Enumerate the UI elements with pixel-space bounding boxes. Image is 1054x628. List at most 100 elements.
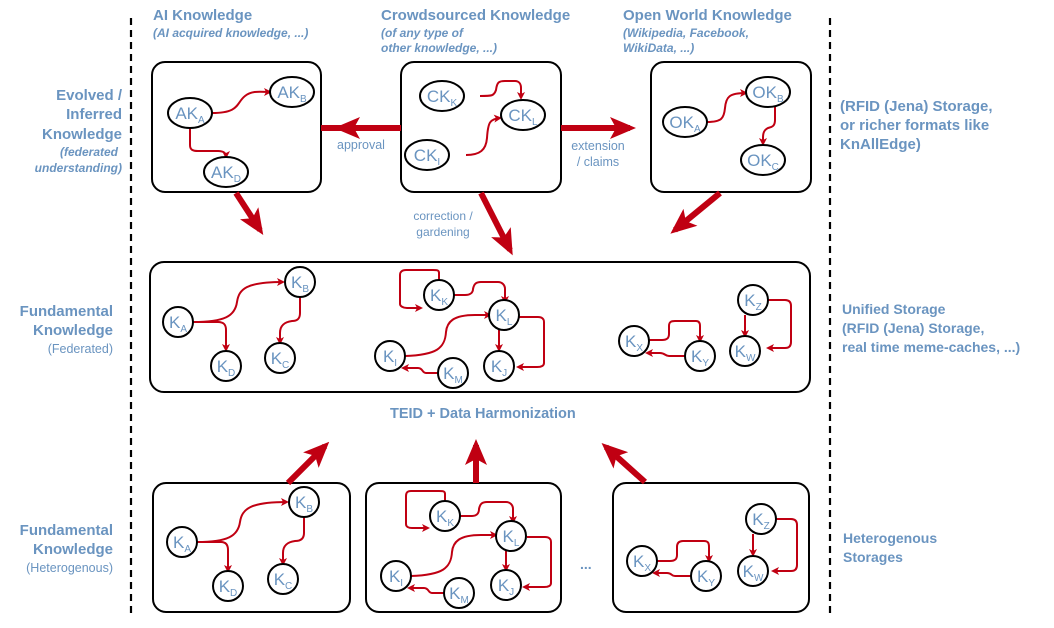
- heterogenous-line-1: Fundamental: [20, 522, 113, 539]
- node-ckl[interactable]: CKL: [500, 99, 546, 131]
- node-circle: [684, 340, 716, 372]
- node-kc[interactable]: KC: [267, 563, 299, 595]
- heterogenous-box-2: [365, 482, 562, 613]
- node-circle: [429, 500, 461, 532]
- node-circle: [210, 350, 242, 382]
- right-top-line-3: KnAllEdge): [840, 136, 921, 153]
- node-kx[interactable]: KX: [626, 545, 658, 577]
- node-circle: [729, 335, 761, 367]
- edge-kx-ky-mid: [649, 320, 704, 343]
- node-cki[interactable]: CKI: [404, 139, 450, 171]
- node-label: KY: [691, 347, 709, 369]
- node-okb[interactable]: OKB: [745, 76, 791, 108]
- ai-subtitle: (AI acquired knowledge, ...): [153, 26, 308, 40]
- bottom3-to-unified-arrow[interactable]: [601, 442, 648, 485]
- node-kw[interactable]: KW: [737, 555, 769, 587]
- federated-line-1: Fundamental: [20, 303, 113, 320]
- node-label: OKB: [752, 83, 784, 105]
- open-subtitle-2: WikiData, ...): [623, 41, 694, 55]
- node-okc[interactable]: OKC: [740, 144, 786, 176]
- extension-label-2: / claims: [577, 155, 619, 169]
- node-label: AKB: [277, 83, 307, 105]
- approval-label: approval: [337, 138, 385, 152]
- crowd-subtitle-1: (of any type of: [381, 26, 464, 40]
- right-label-middle: Unified Storage (RFID (Jena) Storage, re…: [842, 301, 1020, 355]
- node-label: CKL: [508, 106, 538, 128]
- node-ellipse: [203, 156, 249, 188]
- node-kk[interactable]: KK: [423, 279, 455, 311]
- node-circle: [437, 357, 469, 389]
- node-aka[interactable]: AKA: [167, 97, 213, 129]
- right-label-bottom: Heterogenous Storages: [843, 530, 937, 565]
- node-ki[interactable]: KI: [380, 560, 412, 592]
- node-km[interactable]: KM: [437, 357, 469, 389]
- node-label: KW: [735, 342, 756, 364]
- node-circle: [495, 520, 527, 552]
- crowd-to-unified-arrow[interactable]: [478, 191, 513, 256]
- node-label: KC: [271, 349, 290, 371]
- node-ki[interactable]: KI: [374, 340, 406, 372]
- edge-okb-okc: [759, 107, 776, 146]
- right-middle-line-1: Unified Storage: [842, 301, 946, 317]
- node-label: OKC: [747, 151, 779, 173]
- node-kl[interactable]: KL: [495, 520, 527, 552]
- node-kb[interactable]: KB: [288, 486, 320, 518]
- node-oka[interactable]: OKA: [662, 106, 708, 138]
- node-label: KX: [625, 332, 643, 354]
- node-kj[interactable]: KJ: [490, 569, 522, 601]
- column-header-crowd: Crowdsourced Knowledge (of any type of o…: [381, 7, 570, 55]
- right-middle-line-2: (RFID (Jena) Storage,: [842, 320, 984, 336]
- bottom1-to-unified-arrow[interactable]: [285, 441, 330, 486]
- edge-kb-kc-bot: [279, 517, 305, 566]
- node-label: KB: [291, 273, 309, 295]
- node-circle: [626, 545, 658, 577]
- node-ellipse: [500, 99, 546, 131]
- harmonization-label: TEID + Data Harmonization: [390, 406, 576, 422]
- node-ka[interactable]: KA: [166, 526, 198, 558]
- node-ckk[interactable]: CKK: [419, 80, 465, 112]
- node-kz[interactable]: KZ: [745, 503, 777, 535]
- node-kb[interactable]: KB: [284, 266, 316, 298]
- column-header-ai: AI Knowledge (AI acquired knowledge, ...…: [153, 7, 308, 40]
- node-km[interactable]: KM: [443, 577, 475, 609]
- node-circle: [488, 299, 520, 331]
- row-label-heterogenous: Fundamental Knowledge (Heterogenous): [20, 522, 113, 575]
- node-label: KL: [503, 527, 520, 549]
- node-kw[interactable]: KW: [729, 335, 761, 367]
- node-kz[interactable]: KZ: [737, 284, 769, 316]
- edge-km-ki-mid: [401, 364, 438, 374]
- extension-label-1: extension: [571, 139, 625, 153]
- edge-kb-kc-mid: [276, 297, 301, 345]
- right-top-line-1: (RFID (Jena) Storage,: [840, 98, 993, 115]
- node-ka[interactable]: KA: [162, 306, 194, 338]
- ai-to-unified-arrow[interactable]: [233, 191, 264, 236]
- node-akb[interactable]: AKB: [269, 76, 315, 108]
- node-kd[interactable]: KD: [210, 350, 242, 382]
- node-ky[interactable]: KY: [690, 560, 722, 592]
- heterogenous-box-1: [152, 482, 351, 613]
- node-circle: [737, 284, 769, 316]
- edge-ka-kb-bot: [196, 498, 289, 543]
- node-label: KM: [443, 364, 463, 386]
- row-label-evolved: Evolved / Inferred Knowledge (federated …: [35, 87, 123, 175]
- node-kc[interactable]: KC: [264, 342, 296, 374]
- node-label: KK: [430, 286, 448, 308]
- node-kd[interactable]: KD: [212, 570, 244, 602]
- ellipsis-bottom: ...: [580, 556, 592, 572]
- node-akd[interactable]: AKD: [203, 156, 249, 188]
- node-circle: [618, 325, 650, 357]
- node-kl[interactable]: KL: [488, 299, 520, 331]
- node-kj[interactable]: KJ: [483, 350, 515, 382]
- node-circle: [166, 526, 198, 558]
- evolved-line-1: Evolved /: [56, 87, 123, 104]
- edge-aka-akb: [211, 87, 272, 114]
- node-circle: [212, 570, 244, 602]
- edge-aka-akd: [189, 128, 230, 159]
- column-header-open: Open World Knowledge (Wikipedia, Faceboo…: [623, 7, 792, 55]
- node-kx[interactable]: KX: [618, 325, 650, 357]
- node-kk[interactable]: KK: [429, 500, 461, 532]
- node-label: KZ: [752, 510, 769, 532]
- node-ky[interactable]: KY: [684, 340, 716, 372]
- edge-kk-self: [399, 269, 440, 312]
- open-to-unified-arrow[interactable]: [670, 190, 722, 234]
